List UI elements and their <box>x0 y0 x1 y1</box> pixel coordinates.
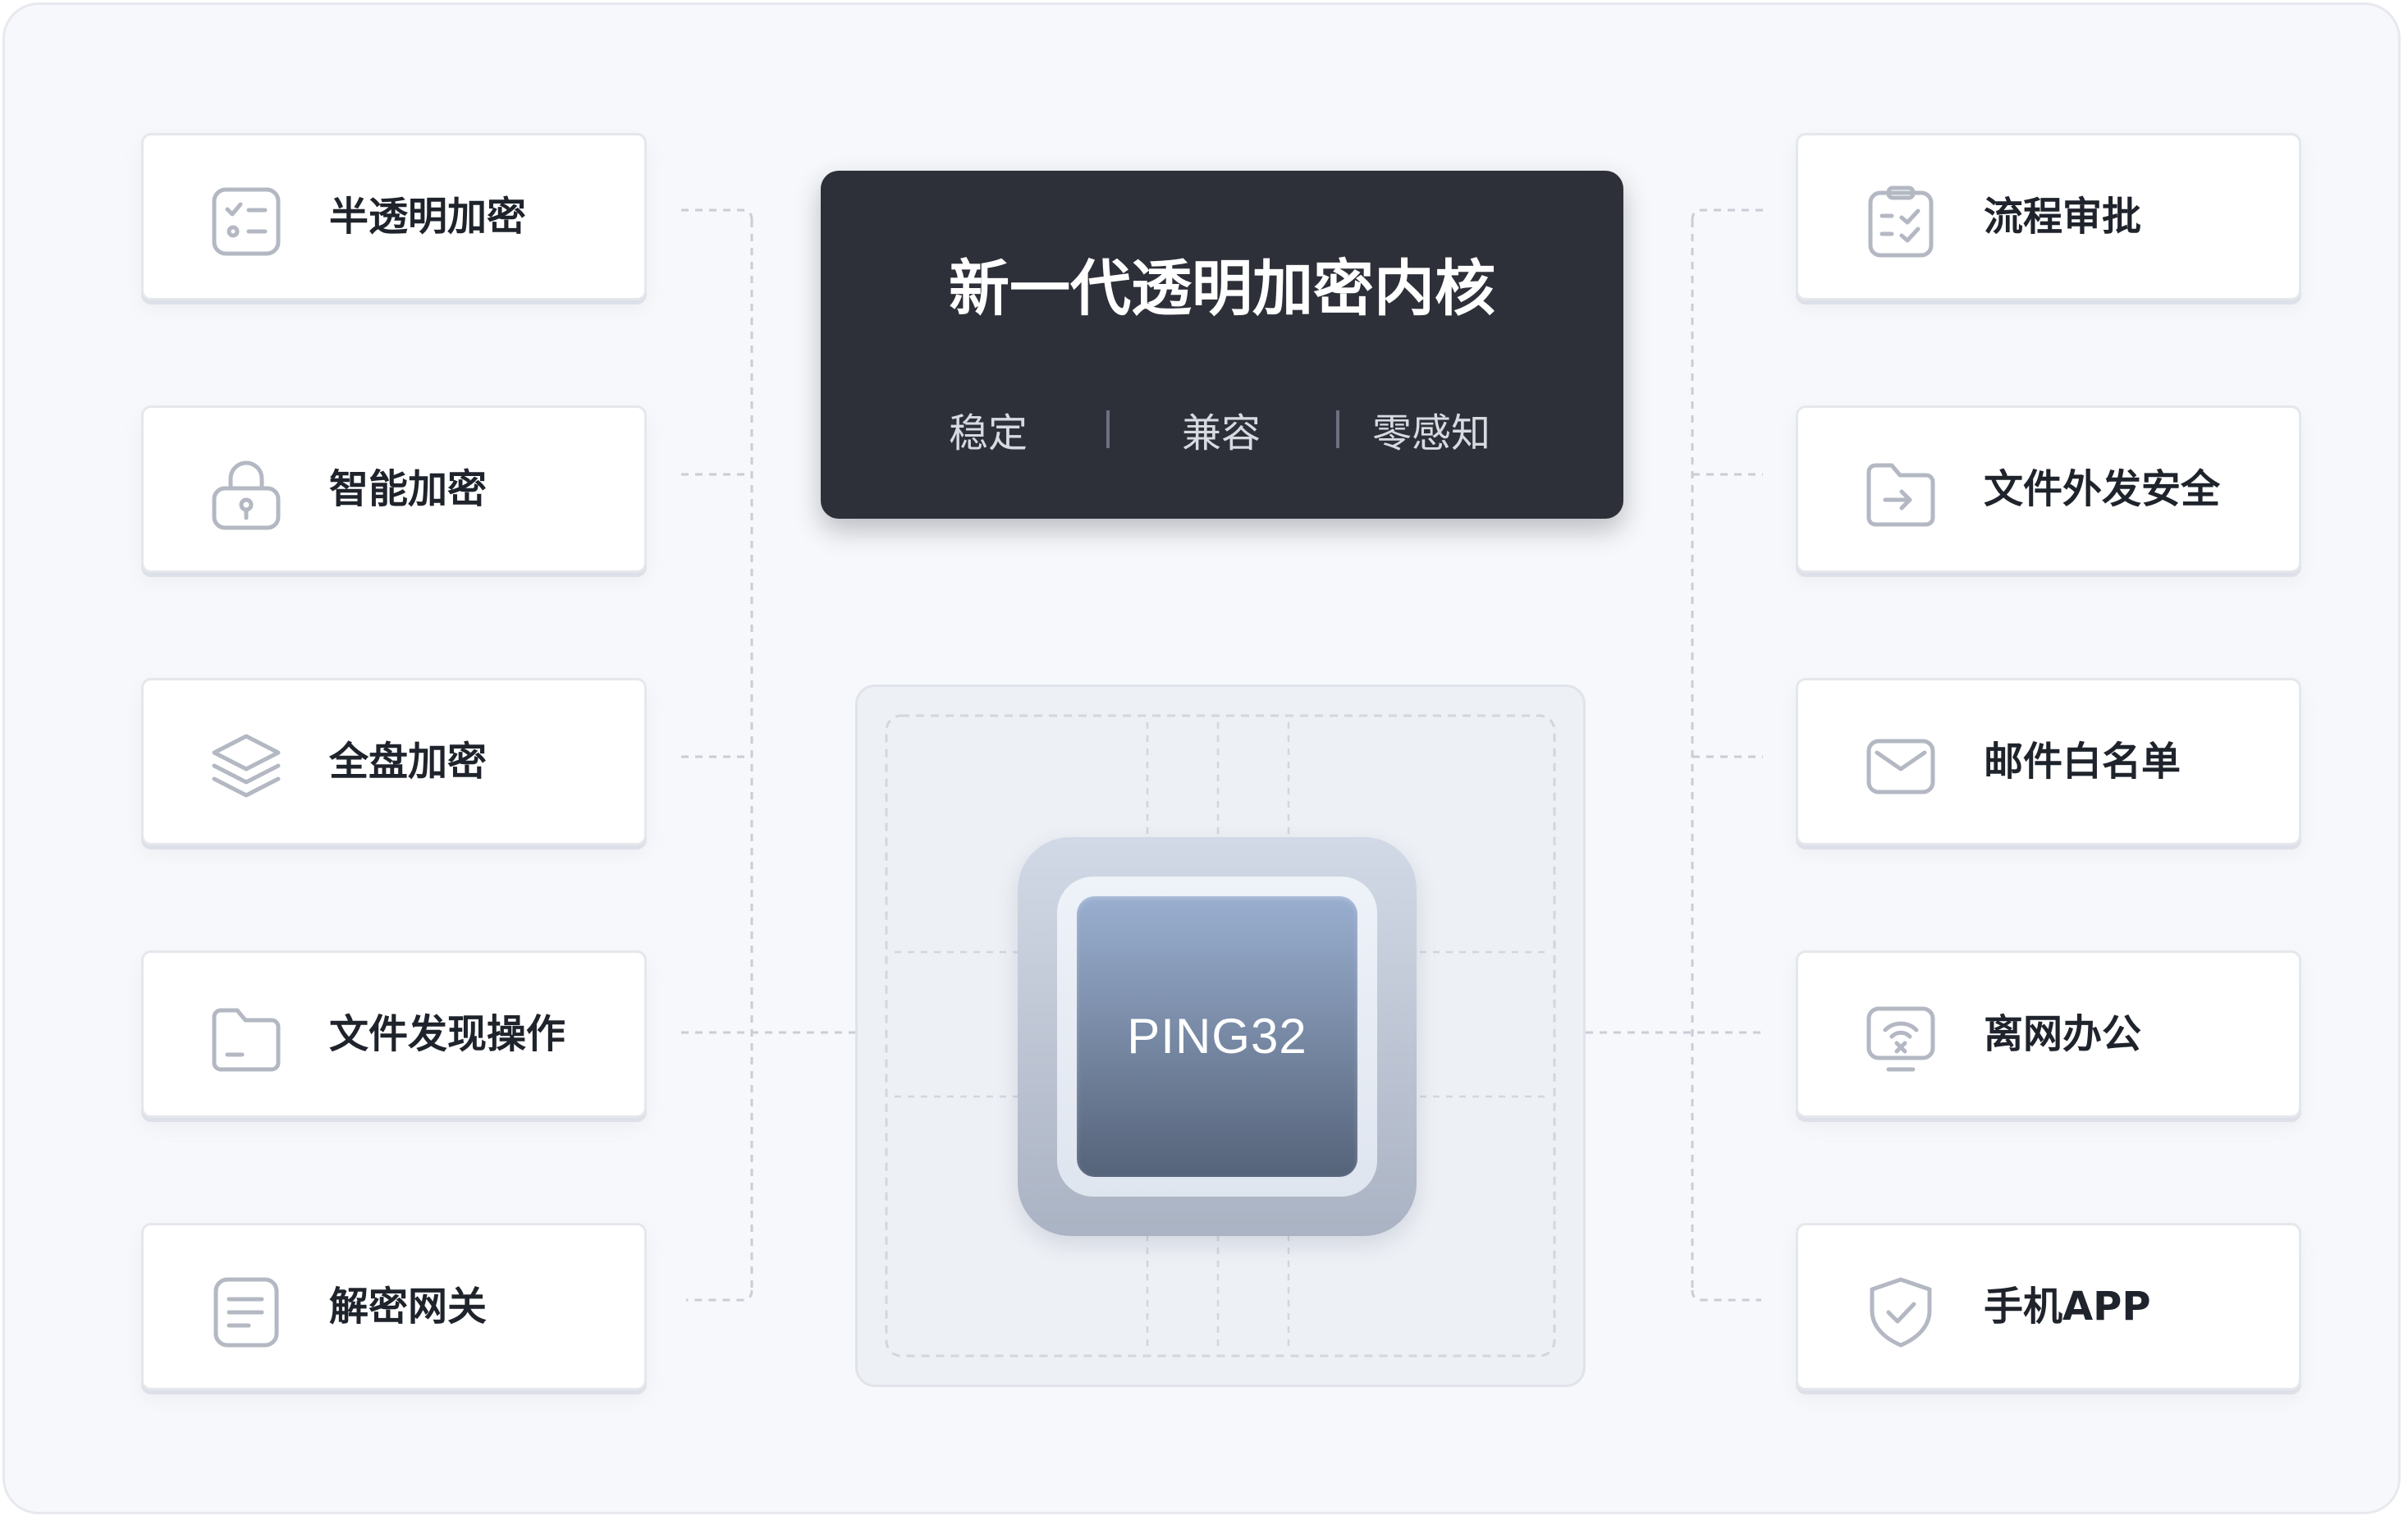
feature-label: 手机APP <box>1984 1284 2151 1330</box>
core-tag-compatible: 兼容 <box>1182 410 1261 456</box>
feature-card-process-approval: 流程审批 <box>1796 133 2301 300</box>
layers-icon <box>209 730 283 803</box>
connector-left-5 <box>686 1289 753 1302</box>
feature-card-smart-encryption: 智能加密 <box>141 405 647 573</box>
core-panel: 新一代透明加密内核 稳定 兼容 零感知 <box>821 171 1623 519</box>
feature-label: 离网办公 <box>1984 1011 2142 1057</box>
feature-label: 流程审批 <box>1984 194 2142 240</box>
offline-wifi-icon <box>1864 1002 1938 1076</box>
feature-card-decryption-gateway: 解密网关 <box>141 1223 647 1390</box>
checklist-icon <box>209 185 283 259</box>
shield-check-icon <box>1864 1275 1938 1348</box>
chip-die <box>1077 896 1357 1177</box>
connector-left-1 <box>681 208 753 221</box>
feature-card-semi-transparent-encryption: 半透明加密 <box>141 133 647 300</box>
folder-icon <box>209 1002 283 1076</box>
mail-icon <box>1864 730 1938 803</box>
connector-right-1 <box>1691 208 1763 221</box>
feature-label: 全盘加密 <box>329 739 488 785</box>
core-tag-stable: 稳定 <box>949 410 1028 456</box>
core-tag-separator <box>1106 410 1110 448</box>
feature-card-mobile-app: 手机APP <box>1796 1223 2301 1390</box>
feature-card-full-disk-encryption: 全盘加密 <box>141 678 647 845</box>
core-tag-separator <box>1336 410 1339 448</box>
connector-right-5 <box>1691 1289 1761 1302</box>
chip-label: PING32 <box>1127 1009 1307 1064</box>
feature-card-file-discovery: 文件发现操作 <box>141 950 647 1118</box>
core-tag-imperceptible: 零感知 <box>1372 410 1491 456</box>
feature-label: 邮件白名单 <box>1984 739 2181 785</box>
lock-icon <box>209 457 283 531</box>
core-title: 新一代透明加密内核 <box>949 254 1495 324</box>
feature-label: 文件外发安全 <box>1984 466 2221 512</box>
clipboard-check-icon <box>1864 185 1938 259</box>
document-icon <box>209 1275 283 1348</box>
feature-card-mail-whitelist: 邮件白名单 <box>1796 678 2301 845</box>
feature-card-offline-office: 离网办公 <box>1796 950 2301 1118</box>
feature-label: 解密网关 <box>329 1284 488 1330</box>
feature-card-file-outbound-security: 文件外发安全 <box>1796 405 2301 573</box>
folder-export-icon <box>1864 457 1938 531</box>
feature-label: 智能加密 <box>329 466 488 512</box>
feature-label: 半透明加密 <box>329 194 527 240</box>
feature-label: 文件发现操作 <box>329 1011 566 1057</box>
